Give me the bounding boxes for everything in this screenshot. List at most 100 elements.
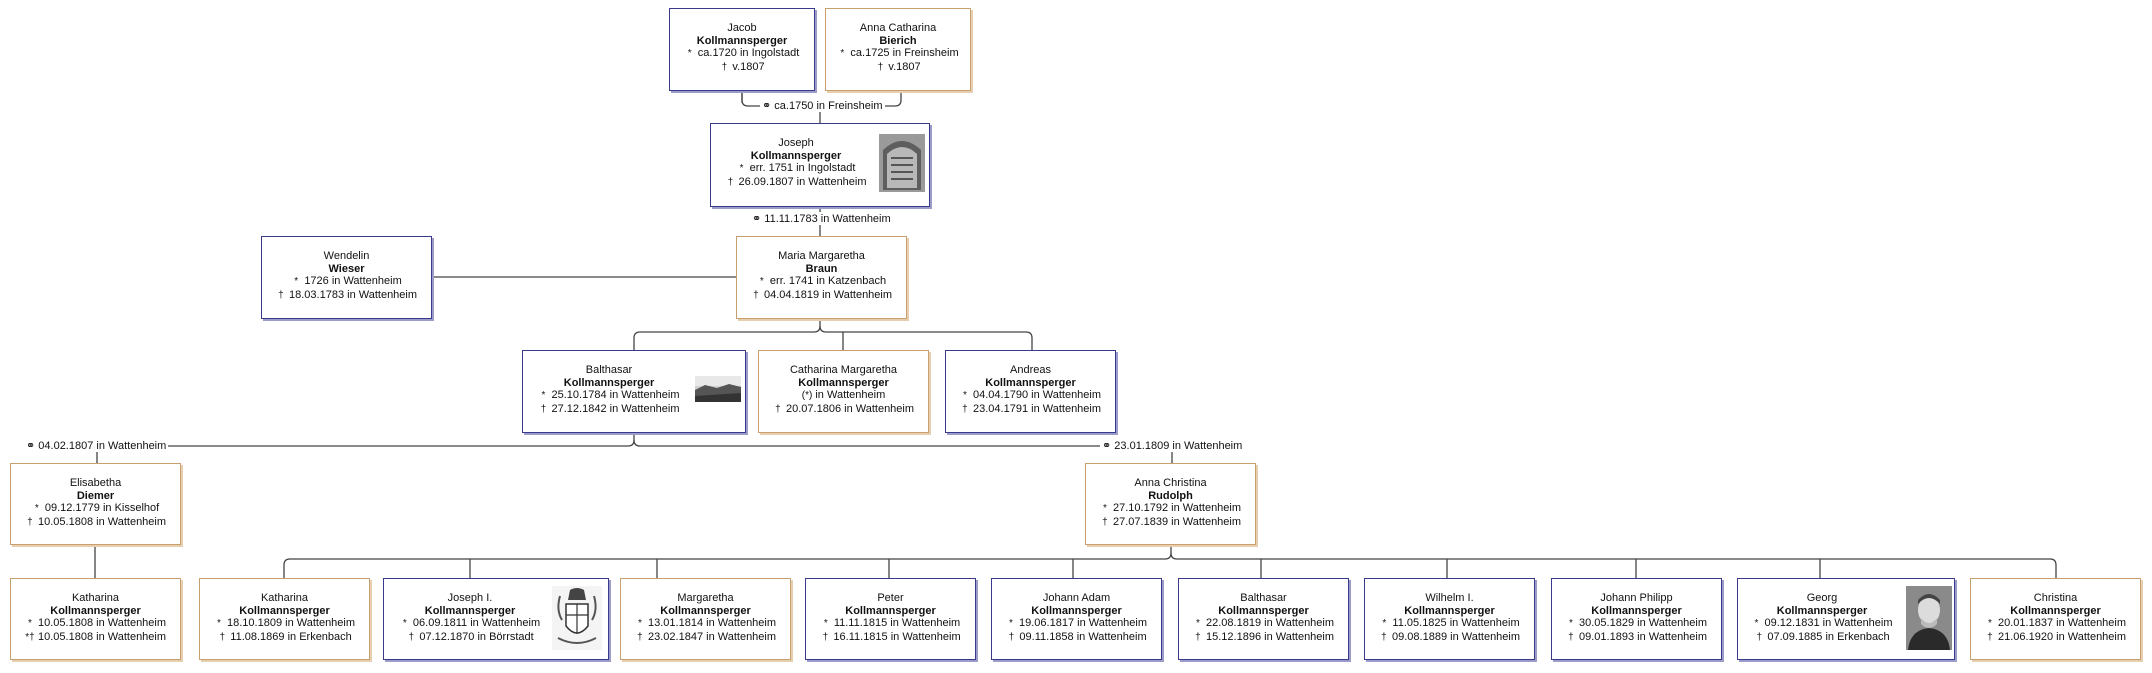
birth-info: 20.01.1837 in Wattenheim [1998,617,2127,629]
given-name: Johann Adam [1042,592,1111,604]
marriage-text: 11.11.1783 in Wattenheim [764,213,891,225]
marriage-label-balthasar-elisabetha: ⚭ 04.02.1807 in Wattenheim [24,439,169,452]
birth-icon: * [1103,503,1107,514]
birth-info: 09.12.1779 in Kisselhof [44,502,160,514]
death-icon: † [877,61,884,73]
birth-info: 04.04.1790 in Wattenheim [973,389,1102,401]
person-card-katharina-1808[interactable]: Katharina Kollmannsperger * 10.05.1808 i… [10,578,181,660]
birth-info: 11.11.1815 in Wattenheim [833,617,961,629]
death-icon: † [540,403,547,415]
surname: Braun [805,262,838,275]
person-card-margaretha[interactable]: Margaretha Kollmannsperger * 13.01.1814 … [620,578,791,660]
birth-info: 10.05.1808 in Wattenheim [38,617,167,629]
surname: Kollmannsperger [1591,604,1682,617]
birth-info: 19.06.1817 in Wattenheim [1019,617,1148,629]
person-card-christina[interactable]: Christina Kollmannsperger * 20.01.1837 i… [1970,578,2141,660]
surname: Wieser [328,262,365,275]
person-card-joseph[interactable]: Joseph Kollmannsperger * err. 1751 in In… [710,123,930,207]
person-card-katharina-1809[interactable]: Katharina Kollmannsperger * 18.10.1809 i… [199,578,370,660]
death-icon: † [775,403,781,415]
death-info: 20.07.1806 in Wattenheim [786,402,915,415]
surname: Kollmannsperger [845,604,936,617]
birth-icon: * [963,390,967,401]
given-name: Anna Christina [1134,477,1207,489]
person-card-jacob[interactable]: Jacob Kollmannsperger * ca.1720 in Ingol… [669,8,815,91]
person-card-andreas[interactable]: Andreas Kollmannsperger * 04.04.1790 in … [945,350,1116,433]
given-name: Peter [877,592,904,604]
surname: Kollmannsperger [424,604,516,617]
surname: Kollmannsperger [985,376,1076,389]
surname: Kollmannsperger [750,149,842,162]
person-card-johann-philipp[interactable]: Johann Philipp Kollmannsperger * 30.05.1… [1551,578,1722,660]
birth-icon: * [1988,618,1992,629]
birth-icon: * [823,618,828,629]
birth-icon: * [1196,618,1200,629]
person-card-peter[interactable]: Peter Kollmannsperger * 11.11.1815 in Wa… [805,578,976,660]
given-name: Katharina [260,592,309,604]
birth-info: 27.10.1792 in Wattenheim [1113,502,1242,514]
marriage-text: 23.01.1809 in Wattenheim [1114,440,1243,452]
death-info: 18.03.1783 in Wattenheim [289,288,418,301]
portrait-photo [1906,586,1952,650]
death-info: 15.12.1896 in Wattenheim [1206,630,1335,643]
given-name: Jacob [727,22,757,34]
birth-icon: * [1382,618,1387,629]
given-name: Andreas [1010,364,1051,376]
person-card-catharina-margaretha[interactable]: Catharina Margaretha Kollmannsperger (*)… [758,350,929,433]
death-icon: † [219,631,225,643]
marriage-icon: ⚭ [1102,440,1112,452]
person-card-elisabetha[interactable]: Elisabetha Diemer * 09.12.1779 in Kissel… [10,463,181,545]
death-icon: † [1195,631,1201,643]
death-info: 10.05.1808 in Wattenheim [38,630,167,643]
person-card-balthasar-sr[interactable]: Balthasar Kollmannsperger * 25.10.1784 i… [522,350,746,433]
marriage-text: ca.1750 in Freinsheim [774,100,883,112]
person-card-anna-catharina[interactable]: Anna Catharina Bierich * ca.1725 in Frei… [825,8,971,91]
given-name: Maria Margaretha [778,250,865,262]
marriage-label-jacob-anna: ⚭ ca.1750 in Freinsheim [760,99,885,112]
death-icon: † [1987,631,1993,643]
death-icon: *† [25,631,35,643]
marriage-icon: ⚭ [762,100,772,112]
person-card-johann-adam[interactable]: Johann Adam Kollmannsperger * 19.06.1817… [991,578,1162,660]
death-icon: † [721,61,728,73]
birth-info: 09.12.1831 in Wattenheim [1764,617,1893,629]
death-info: 09.01.1893 in Wattenheim [1579,630,1708,643]
death-info: 21.06.1920 in Wattenheim [1998,630,2127,643]
birth-info: err. 1741 in Katzenbach [769,275,887,287]
given-name: Joseph I. [447,592,493,604]
death-icon: † [1102,516,1108,528]
death-info: 09.11.1858 in Wattenheim [1019,630,1147,643]
surname: Kollmannsperger [2010,604,2101,617]
birth-icon: * [1754,618,1759,629]
death-info: 04.04.1819 in Wattenheim [764,288,893,301]
person-card-maria-margaretha[interactable]: Maria Margaretha Braun * err. 1741 in Ka… [736,236,907,319]
marriage-icon: ⚭ [26,440,36,452]
person-card-georg[interactable]: Georg Kollmannsperger * 09.12.1831 in Wa… [1737,578,1955,660]
person-card-wilhelm-i[interactable]: Wilhelm I. Kollmannsperger * 11.05.1825 … [1364,578,1535,660]
birth-icon: (*) [801,390,813,401]
birth-info: 13.01.1814 in Wattenheim [648,617,777,629]
death-icon: † [822,631,829,643]
death-info: 10.05.1808 in Wattenheim [38,515,167,528]
marriage-label-balthasar-anna: ⚭ 23.01.1809 in Wattenheim [1100,439,1245,452]
given-name: Balthasar [585,364,633,376]
death-info: 16.11.1815 in Wattenheim [833,630,961,643]
marriage-text: 04.02.1807 in Wattenheim [38,440,167,452]
birth-icon: * [1569,618,1573,629]
person-card-wendelin[interactable]: Wendelin Wieser * 1726 in Wattenheim † 1… [261,236,432,319]
person-card-anna-christina[interactable]: Anna Christina Rudolph * 27.10.1792 in W… [1085,463,1256,545]
birth-icon: * [759,276,764,287]
person-card-joseph-i[interactable]: Joseph I. Kollmannsperger * 06.09.1811 i… [383,578,609,660]
death-icon: † [753,289,759,301]
birth-icon: * [687,48,692,59]
surname: Kollmannsperger [1031,604,1122,617]
person-card-balthasar-jr[interactable]: Balthasar Kollmannsperger * 22.08.1819 i… [1178,578,1349,660]
birth-icon: * [402,618,407,629]
given-name: Wilhelm I. [1425,592,1474,604]
death-info: 07.12.1870 in Börrstadt [419,630,534,643]
marriage-icon: ⚭ [752,213,762,225]
death-icon: † [637,631,643,643]
surname: Bierich [879,34,917,47]
death-info: 09.08.1889 in Wattenheim [1392,630,1521,643]
